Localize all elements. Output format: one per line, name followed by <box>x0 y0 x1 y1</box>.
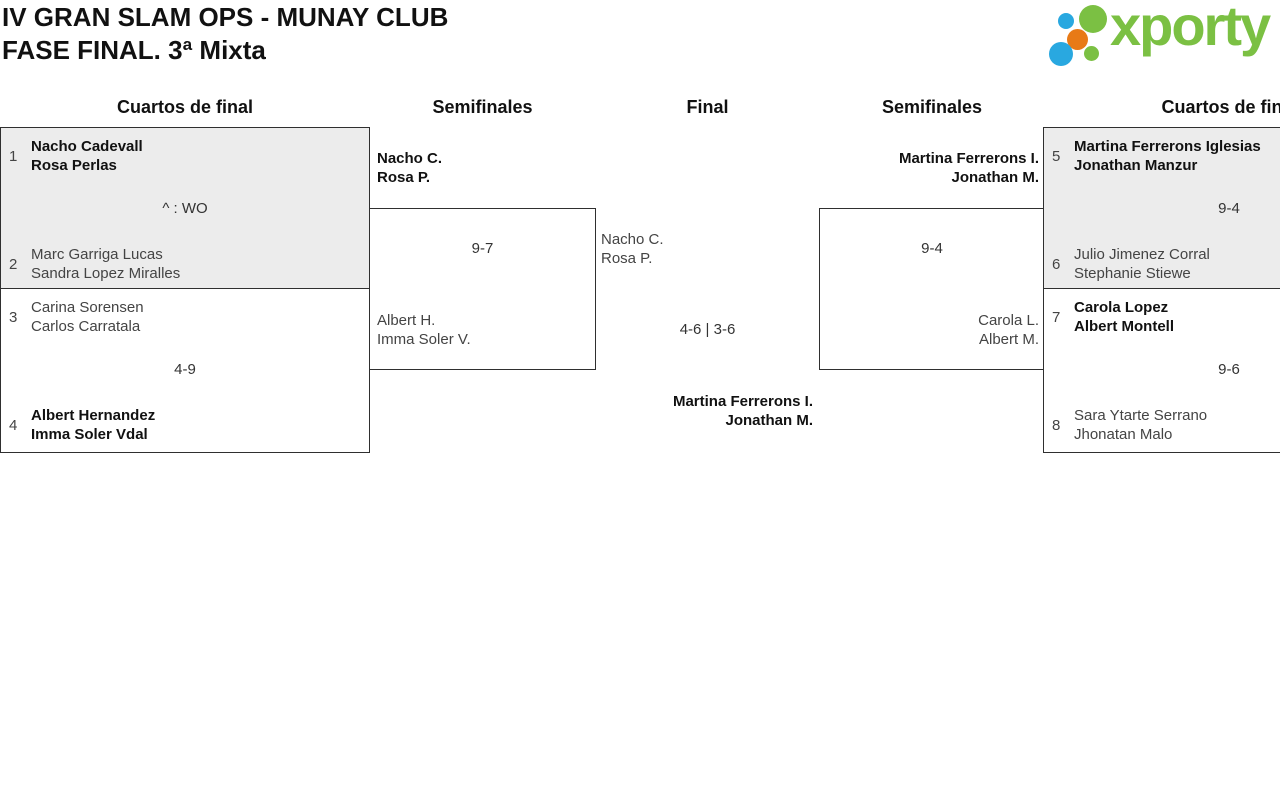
seed-number: 2 <box>9 255 18 273</box>
seed-number: 7 <box>1052 308 1061 326</box>
player-name: Imma Soler Vdal <box>31 426 148 443</box>
player-name: Rosa P. <box>377 169 431 186</box>
player-name: Julio Jimenez Corral <box>1074 246 1210 263</box>
final-team-top: Nacho C. Rosa P. <box>601 230 664 268</box>
round-header-sf-left: Semifinales <box>432 97 533 117</box>
sf-left-advancer: Nacho C. Rosa P. <box>377 149 442 187</box>
player-name: Jonathan M. <box>725 412 813 429</box>
player-name: Carlos Carratala <box>31 318 141 335</box>
player-name: Jonathan M. <box>951 169 1039 186</box>
logo-dot-icon <box>1079 5 1107 33</box>
team-row: 5 Martina Ferrerons Iglesias Jonathan Ma… <box>1052 137 1261 175</box>
logo-wordmark: xporty <box>1110 0 1271 57</box>
seed-number: 4 <box>9 416 18 434</box>
xporty-logo[interactable]: xporty <box>1048 0 1280 74</box>
player-name: Martina Ferrerons I. <box>672 393 813 410</box>
player-name: Stephanie Stiewe <box>1074 265 1191 282</box>
seed-number: 8 <box>1052 416 1061 434</box>
match-box-qf-left-1: 1 Nacho Cadevall Rosa Perlas ^ : WO 2 Ma… <box>0 127 370 289</box>
match-box-qf-right-1: 5 Martina Ferrerons Iglesias Jonathan Ma… <box>1043 127 1280 289</box>
player-name: Imma Soler V. <box>377 331 471 348</box>
player-name: Martina Ferrerons I. <box>898 150 1039 167</box>
player-name: Jhonatan Malo <box>1074 426 1173 443</box>
player-name: Nacho C. <box>377 150 443 167</box>
logo-dot-icon <box>1049 42 1073 66</box>
player-name: Rosa Perlas <box>31 157 117 174</box>
final-score: 4-6 | 3-6 <box>679 321 736 338</box>
page-title: IV GRAN SLAM OPS - MUNAY CLUB FASE FINAL… <box>2 1 448 67</box>
team-row: 8 Sara Ytarte Serrano Jhonatan Malo <box>1052 406 1207 444</box>
match-score: 9-6 <box>1218 361 1240 378</box>
round-header-qf-right: Cuartos de final <box>1161 97 1280 117</box>
logo-dot-icon <box>1084 46 1099 61</box>
match-score: 9-7 <box>471 240 494 257</box>
player-name: Carina Sorensen <box>31 299 144 316</box>
player-name: Carola L. <box>978 312 1039 329</box>
seed-number: 5 <box>1052 147 1061 165</box>
player-name: Marc Garriga Lucas <box>31 246 163 263</box>
sf-left-opponent: Albert H. Imma Soler V. <box>377 311 471 349</box>
seed-number: 1 <box>9 147 18 165</box>
player-name: Sara Ytarte Serrano <box>1074 407 1208 424</box>
match-box-qf-left-2: 3 Carina Sorensen Carlos Carratala 4-9 4… <box>0 288 370 453</box>
seed-number: 3 <box>9 308 18 326</box>
player-name: Rosa P. <box>601 250 653 267</box>
sf-right-advancer: Martina Ferrerons I. Jonathan M. <box>820 149 1039 187</box>
logo-dot-icon <box>1058 13 1074 29</box>
logo-dot-icon <box>1067 29 1088 50</box>
team-row: 7 Carola Lopez Albert Montell <box>1052 298 1174 336</box>
seed-number: 6 <box>1052 255 1061 273</box>
player-name: Albert M. <box>978 331 1039 348</box>
player-name: Jonathan Manzur <box>1074 157 1198 174</box>
player-name: Albert H. <box>377 312 436 329</box>
match-score: 4-9 <box>174 361 196 378</box>
final-team-bottom: Martina Ferrerons I. Jonathan M. <box>595 392 813 430</box>
player-name: Nacho Cadevall <box>31 138 143 155</box>
match-box-qf-right-2: 7 Carola Lopez Albert Montell 9-6 8 Sara… <box>1043 288 1280 453</box>
team-row: 1 Nacho Cadevall Rosa Perlas <box>9 137 143 175</box>
round-header-sf-right: Semifinales <box>881 97 983 117</box>
player-name: Albert Hernandez <box>31 407 156 424</box>
team-row: 4 Albert Hernandez Imma Soler Vdal <box>9 406 155 444</box>
player-name: Albert Montell <box>1074 318 1174 335</box>
team-row: 6 Julio Jimenez Corral Stephanie Stiewe <box>1052 245 1210 283</box>
round-header-final: Final <box>686 97 729 117</box>
round-header-qf-left: Cuartos de final <box>116 97 254 117</box>
player-name: Martina Ferrerons Iglesias <box>1074 138 1261 155</box>
sf-right-opponent: Carola L. Albert M. <box>820 311 1039 349</box>
phase-subtitle: FASE FINAL. 3ª Mixta <box>2 35 266 65</box>
player-name: Carola Lopez <box>1074 299 1169 316</box>
match-score: ^ : WO <box>162 200 208 217</box>
player-name: Sandra Lopez Miralles <box>31 265 181 282</box>
match-box-sf-left <box>369 208 596 370</box>
team-row: 2 Marc Garriga Lucas Sandra Lopez Mirall… <box>9 245 180 283</box>
match-score: 9-4 <box>921 240 943 257</box>
team-row: 3 Carina Sorensen Carlos Carratala <box>9 298 144 336</box>
match-score: 9-4 <box>1218 200 1240 217</box>
tournament-title: IV GRAN SLAM OPS - MUNAY CLUB <box>2 2 449 32</box>
player-name: Nacho C. <box>601 231 664 248</box>
